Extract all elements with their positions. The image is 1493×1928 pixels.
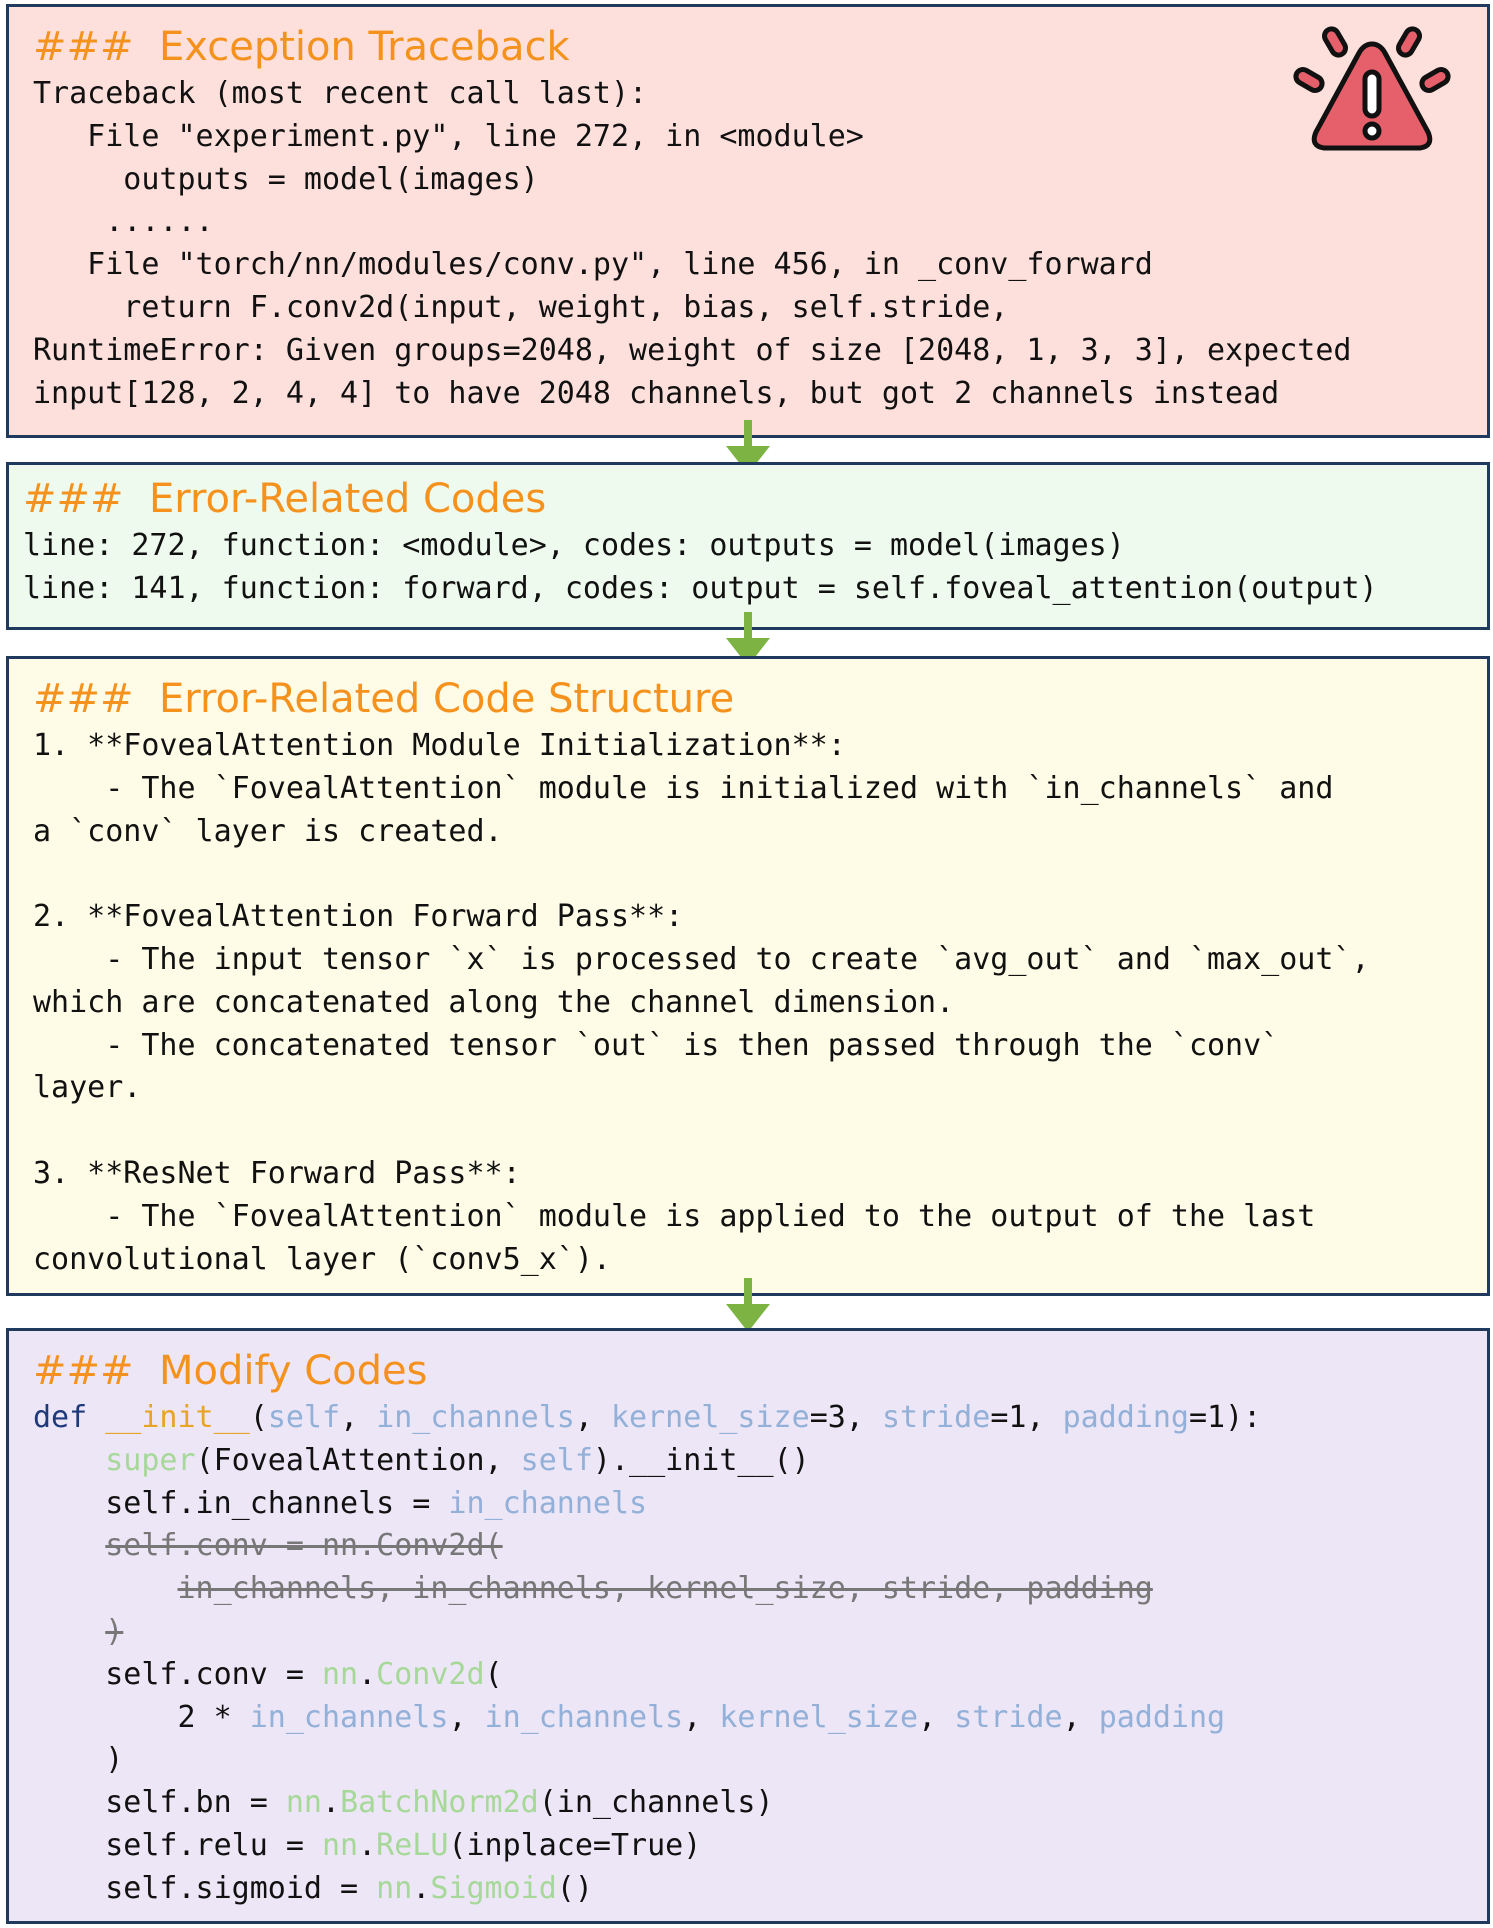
- exception-traceback-panel: ### Exception Traceback Traceback (most …: [6, 4, 1490, 438]
- text-line: - The input tensor `x` is processed to c…: [33, 941, 1370, 977]
- code-line: self.relu = nn.ReLU(inplace=True): [33, 1827, 702, 1863]
- code-line-deleted: ): [105, 1613, 124, 1649]
- code-line: ): [33, 1742, 124, 1778]
- code-structure-text: 1. **FovealAttention Module Initializati…: [33, 725, 1370, 1281]
- modify-codes-panel: ### Modify Codes def __init__(self, in_c…: [6, 1328, 1490, 1924]
- code-line: return F.conv2d(input, weight, bias, sel…: [33, 289, 1009, 325]
- text-line: which are concatenated along the channel…: [33, 984, 955, 1020]
- down-arrow-icon: [726, 1278, 770, 1332]
- code-structure-panel: ### Error-Related Code Structure 1. **Fo…: [6, 656, 1490, 1296]
- text-line: 2. **FovealAttention Forward Pass**:: [33, 899, 684, 935]
- code-line: line: 141, function: forward, codes: out…: [23, 570, 1378, 606]
- code-line: self.conv = nn.Conv2d(: [33, 1656, 503, 1692]
- traceback-text: Traceback (most recent call last): File …: [33, 73, 1352, 415]
- text-line: 1. **FovealAttention Module Initializati…: [33, 728, 846, 763]
- error-related-codes-panel: ### Error-Related Codes line: 272, funct…: [6, 462, 1490, 630]
- code-line: outputs = model(images): [33, 161, 539, 197]
- panel-title: ### Error-Related Code Structure: [33, 676, 735, 722]
- text-line: convolutional layer (`conv5_x`).: [33, 1241, 611, 1277]
- down-arrow-icon: [726, 420, 770, 474]
- code-line: self.sigmoid = nn.Sigmoid(): [33, 1870, 593, 1906]
- down-arrow-icon: [726, 612, 770, 666]
- code-line: def __init__(self, in_channels, kernel_s…: [33, 1400, 1262, 1435]
- code-line: Traceback (most recent call last):: [33, 76, 648, 111]
- modified-code-block: def __init__(self, in_channels, kernel_s…: [33, 1397, 1261, 1911]
- text-line: - The `FovealAttention` module is initia…: [33, 770, 1334, 806]
- error-codes-text: line: 272, function: <module>, codes: ou…: [23, 525, 1378, 611]
- text-line: layer.: [33, 1070, 142, 1106]
- panel-title: ### Error-Related Codes: [23, 476, 547, 522]
- code-line: input[128, 2, 4, 4] to have 2048 channel…: [33, 375, 1280, 411]
- code-line-deleted: in_channels, in_channels, kernel_size, s…: [177, 1571, 1153, 1607]
- warning-triangle-icon: [1293, 26, 1451, 151]
- text-line: a `conv` layer is created.: [33, 813, 503, 849]
- code-line: RuntimeError: Given groups=2048, weight …: [33, 332, 1352, 368]
- code-line: File "experiment.py", line 272, in <modu…: [33, 118, 864, 154]
- code-line-deleted: self.conv = nn.Conv2d(: [105, 1528, 503, 1564]
- code-line: self.in_channels = in_channels: [33, 1485, 648, 1521]
- code-line: self.bn = nn.BatchNorm2d(in_channels): [33, 1785, 774, 1821]
- code-line: super(FovealAttention, self).__init__(): [105, 1442, 810, 1478]
- text-line: 3. **ResNet Forward Pass**:: [33, 1155, 521, 1191]
- panel-title: ### Exception Traceback: [33, 24, 570, 70]
- code-line: line: 272, function: <module>, codes: ou…: [23, 528, 1125, 563]
- text-line: [33, 853, 1370, 896]
- code-line: 2 * in_channels, in_channels, kernel_siz…: [33, 1699, 1226, 1735]
- text-line: [33, 1110, 1370, 1153]
- code-line: File "torch/nn/modules/conv.py", line 45…: [33, 247, 1153, 283]
- panel-title: ### Modify Codes: [33, 1348, 428, 1394]
- text-line: - The concatenated tensor `out` is then …: [33, 1027, 1280, 1063]
- text-line: - The `FovealAttention` module is applie…: [33, 1198, 1316, 1234]
- code-line: ......: [33, 204, 214, 240]
